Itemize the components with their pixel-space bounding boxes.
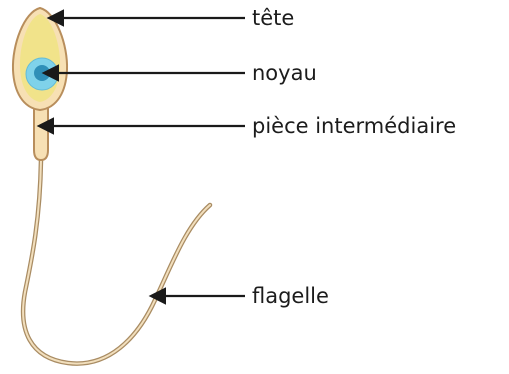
label-nucleus: noyau [252,61,317,85]
label-flagellum: flagelle [252,284,329,308]
annotation-arrows [52,18,245,296]
nucleus [26,58,58,90]
nucleus-inner [34,65,50,81]
label-midpiece: pièce intermédiaire [252,114,456,138]
flagellum [23,160,210,364]
midpiece-shape [34,108,48,160]
label-head: tête [252,6,294,30]
flagellum-outline [23,160,210,364]
midpiece [34,108,48,160]
flagellum-inner [23,160,210,364]
annotation-labels: tête noyau pièce intermédiaire flagelle [252,6,456,308]
